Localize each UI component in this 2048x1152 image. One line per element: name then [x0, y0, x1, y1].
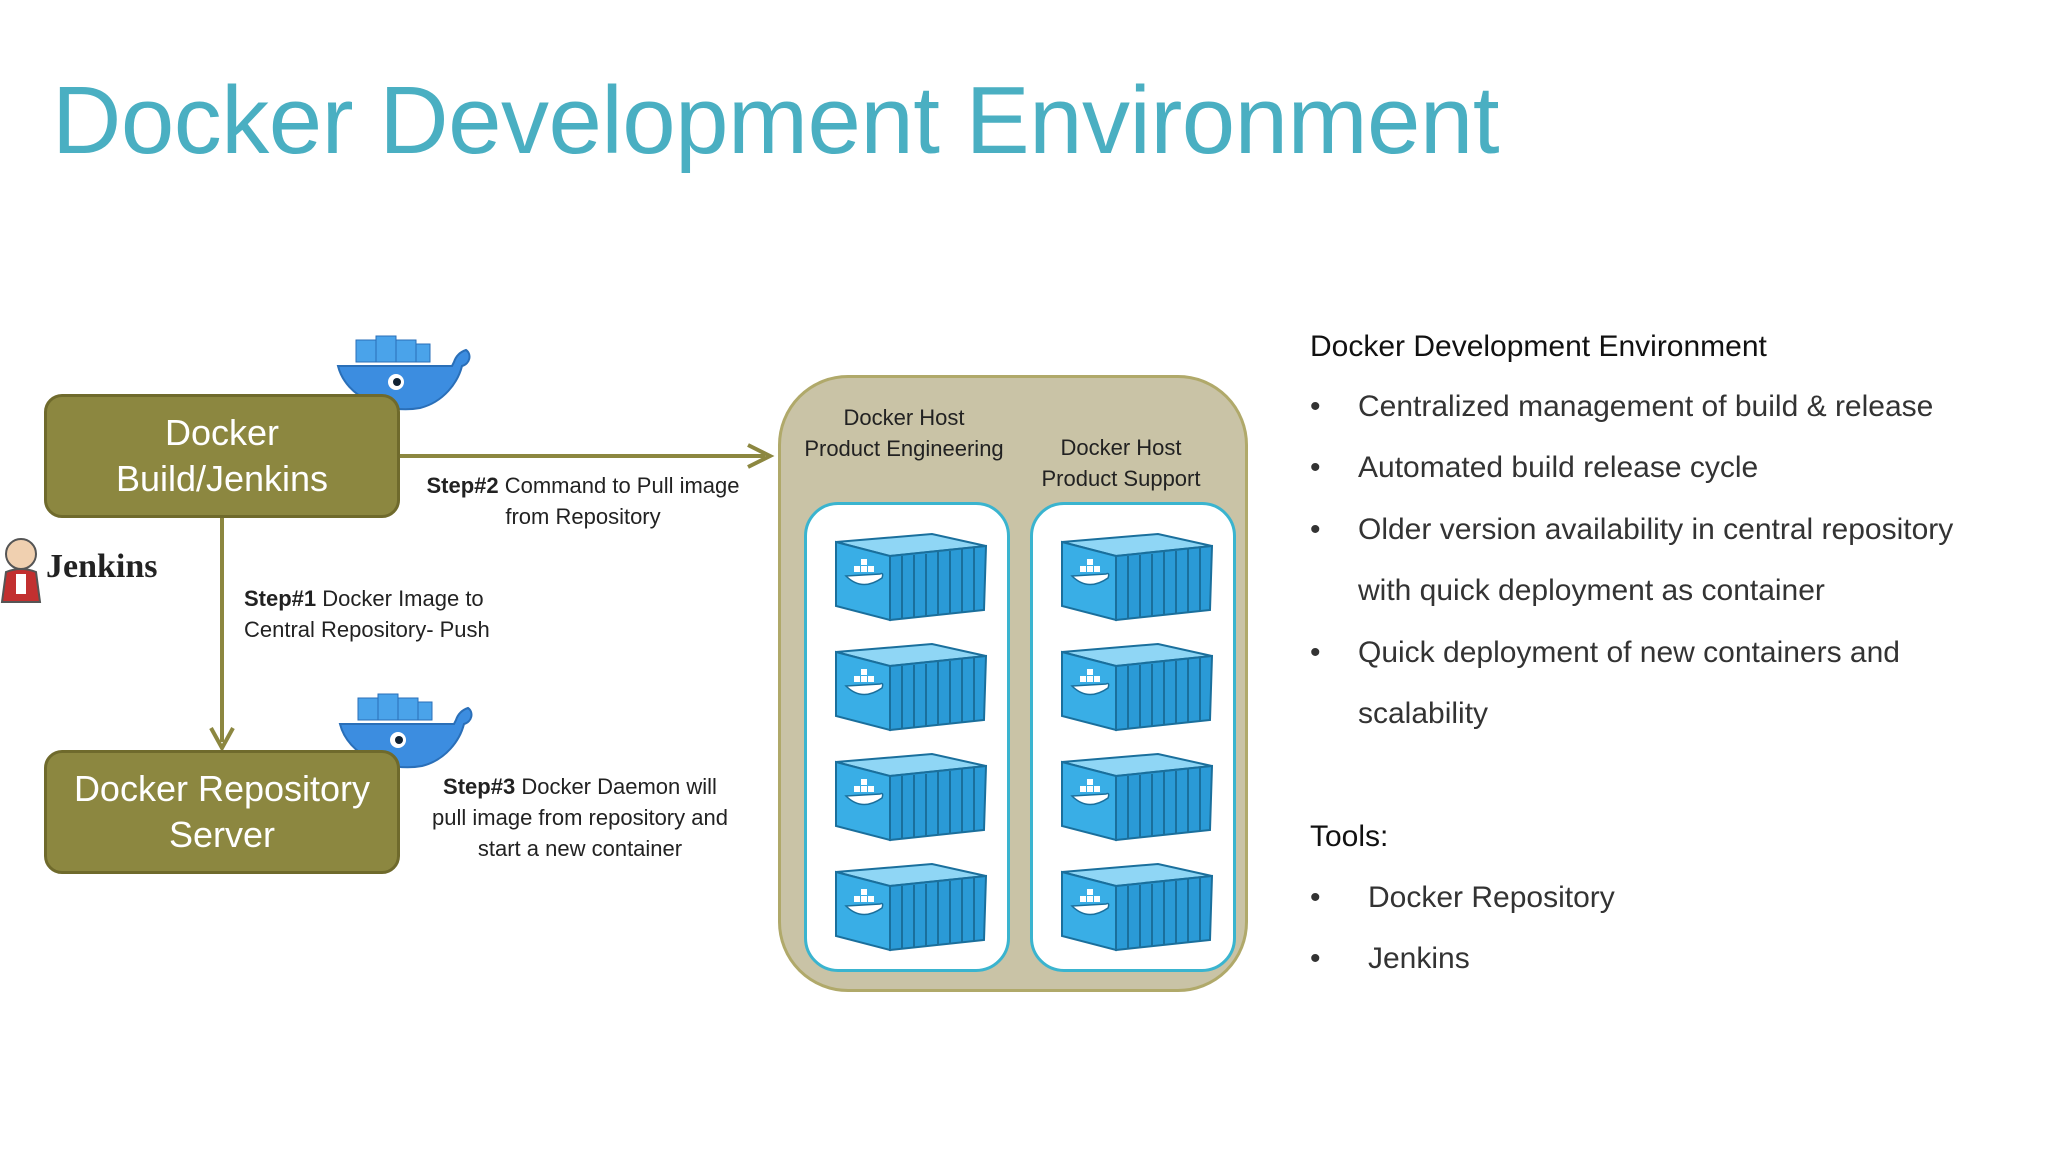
step3-line1: Docker Daemon will: [515, 774, 717, 799]
docker-container-icon: [832, 750, 988, 842]
step1-arrowhead: [209, 727, 235, 753]
docker-container-icon: [1058, 530, 1214, 622]
note-text: Centralized management of build & releas…: [1358, 390, 1934, 423]
docker-container-icon: [1058, 640, 1214, 732]
tools-heading: Tools:: [1310, 820, 1389, 853]
step3-line2: pull image from repository and: [432, 805, 728, 830]
step3-line3: start a new container: [477, 836, 683, 861]
host-support-line2: Product Support: [1041, 466, 1201, 491]
note-text: Older version availability in central re…: [1358, 513, 1954, 546]
host-engineering-line1: Docker Host: [843, 405, 965, 430]
docker-container-icon: [1058, 750, 1214, 842]
docker-container-icon: [832, 860, 988, 952]
note-bullet-3-cont: with quick deployment as container: [1310, 574, 1825, 608]
docker-whale-icon: [336, 335, 471, 411]
step2-line1: Command to Pull image: [498, 473, 740, 498]
note-bullet-3: • Older version availability in central …: [1310, 513, 1953, 547]
repo-box-line2: Server: [168, 814, 275, 855]
bullet-dot: •: [1310, 636, 1321, 669]
bullet-dot: •: [1310, 451, 1321, 484]
host-engineering-line2: Product Engineering: [804, 436, 1004, 461]
step2-label: Step#2: [426, 473, 499, 498]
docker-build-jenkins-box: Docker Build/Jenkins: [44, 394, 400, 518]
tool-bullet-2: • Jenkins: [1310, 942, 1470, 976]
docker-repository-server-box: Docker Repository Server: [44, 750, 400, 874]
step3-text: Step#3 Docker Daemon will pull image fro…: [414, 771, 746, 864]
tool-text: Jenkins: [1368, 942, 1470, 975]
step2-text: Step#2 Command to Pull image from Reposi…: [418, 470, 748, 532]
note-text: Automated build release cycle: [1358, 451, 1759, 484]
docker-container-icon: [832, 640, 988, 732]
tool-bullet-1: • Docker Repository: [1310, 881, 1615, 915]
host-engineering-label: Docker Host Product Engineering: [799, 402, 1009, 464]
step1-line2: Central Repository- Push: [244, 617, 490, 642]
slide-title: Docker Development Environment: [52, 67, 1499, 174]
tool-text: Docker Repository: [1368, 881, 1615, 914]
note-bullet-4: • Quick deployment of new containers and: [1310, 636, 1900, 670]
step1-text: Step#1 Docker Image to Central Repositor…: [244, 583, 544, 645]
step1-line1: Docker Image to: [316, 586, 484, 611]
note-bullet-1: • Centralized management of build & rele…: [1310, 390, 1933, 424]
bullet-dot: •: [1310, 513, 1321, 546]
step2-arrowhead: [747, 443, 775, 469]
build-box-line2: Build/Jenkins: [115, 458, 329, 499]
build-box-line1: Docker: [164, 412, 280, 453]
step1-label: Step#1: [244, 586, 317, 611]
docker-container-icon: [832, 530, 988, 622]
jenkins-logo-text: Jenkins: [46, 548, 158, 585]
docker-container-icon: [1058, 860, 1214, 952]
note-text: scalability: [1358, 697, 1489, 730]
bullet-dot: •: [1310, 881, 1321, 914]
diagram-arrows: [209, 443, 775, 753]
step3-label: Step#3: [443, 774, 516, 799]
host-support-label: Docker Host Product Support: [1021, 432, 1221, 494]
step2-line2: from Repository: [505, 504, 661, 529]
note-text: Quick deployment of new containers and: [1358, 636, 1900, 669]
bullet-dot: •: [1310, 390, 1321, 423]
jenkins-butler-icon: [0, 538, 42, 603]
repo-box-line1: Docker Repository: [73, 768, 371, 809]
note-text: with quick deployment as container: [1358, 574, 1825, 607]
notes-heading: Docker Development Environment: [1310, 330, 1767, 363]
host-support-line1: Docker Host: [1060, 435, 1182, 460]
note-bullet-2: • Automated build release cycle: [1310, 451, 1758, 485]
note-bullet-4-cont: scalability: [1310, 697, 1488, 731]
bullet-dot: •: [1310, 942, 1321, 975]
